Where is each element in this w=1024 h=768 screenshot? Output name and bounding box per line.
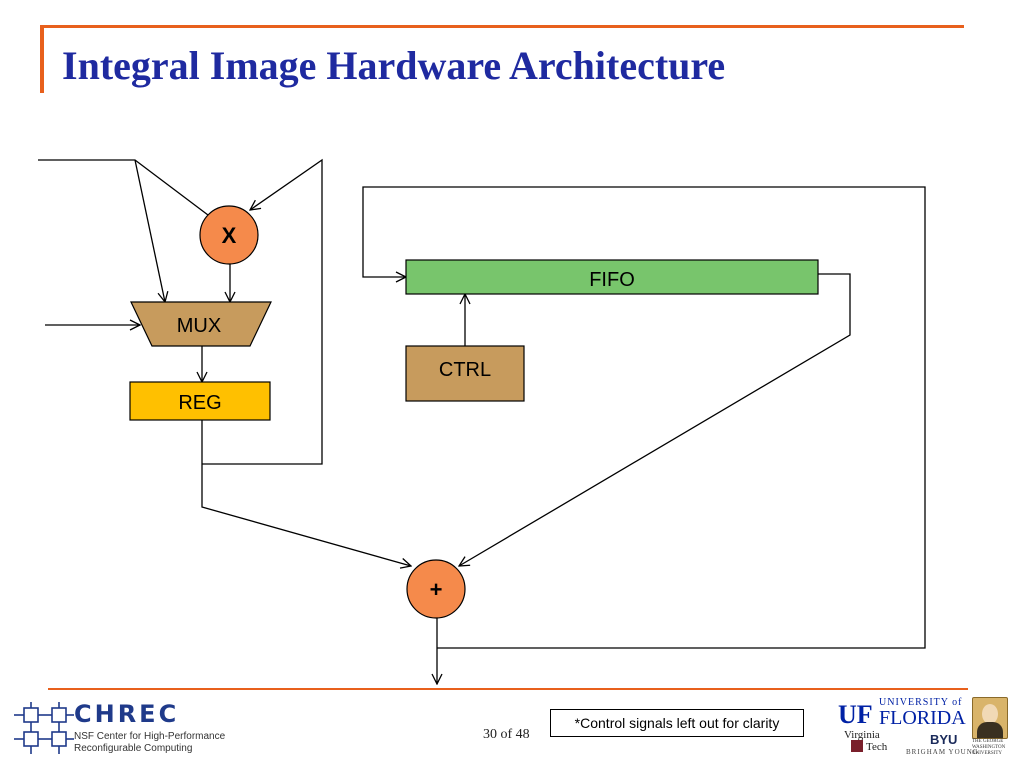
clarity-note: *Control signals left out for clarity <box>550 709 804 737</box>
wire-top-input <box>38 159 209 216</box>
gw-name-text: THE GEORGE WASHINGTON UNIVERSITY <box>972 739 1006 756</box>
register-label: REG <box>178 392 221 414</box>
chrec-logo-icon <box>14 702 74 754</box>
title-accent-horizontal <box>40 25 964 28</box>
wire-top-to-mux <box>134 159 165 302</box>
controller-label: CTRL <box>439 359 491 381</box>
controller-node: CTRL <box>405 345 525 402</box>
multiplier-label: X <box>222 223 237 248</box>
register-node: REG <box>129 381 271 421</box>
uf-florida-text: FLORIDA <box>879 707 966 729</box>
wire-fifo-to-adder <box>459 273 851 566</box>
adder-label: + <box>430 577 443 602</box>
multiplier-node: X <box>199 205 259 265</box>
wire-reg-to-adder <box>201 420 411 566</box>
fifo-node: FIFO <box>405 259 819 295</box>
chrec-name: CHREC <box>74 700 180 728</box>
uf-logo-mark: UF <box>838 700 873 729</box>
page-number: 30 of 48 <box>483 727 530 742</box>
mux-node: MUX <box>130 301 272 347</box>
byu-logo-mark: BYU <box>930 732 958 747</box>
footer-divider <box>48 688 968 690</box>
vt-logo-text-line2: Tech <box>866 741 888 753</box>
mux-label: MUX <box>177 315 221 337</box>
vt-logo-icon <box>851 740 863 752</box>
wire-reg-feedback-to-multiplier <box>202 158 323 465</box>
gw-portrait-icon <box>972 697 1008 739</box>
slide-title: Integral Image Hardware Architecture <box>62 43 726 88</box>
chrec-tagline-line2: Reconfigurable Computing <box>74 743 193 754</box>
chrec-tagline-line1: NSF Center for High-Performance <box>74 731 226 742</box>
title-accent-vertical <box>40 25 44 93</box>
wire-output-feedback-to-fifo <box>362 186 926 649</box>
vt-logo-text-line1: Virginia <box>844 729 880 741</box>
uf-university-text: UNIVERSITY of <box>879 697 963 708</box>
byu-name-text: BRIGHAM YOUNG <box>906 748 979 756</box>
fifo-label: FIFO <box>589 269 635 291</box>
adder-node: + <box>406 559 466 619</box>
